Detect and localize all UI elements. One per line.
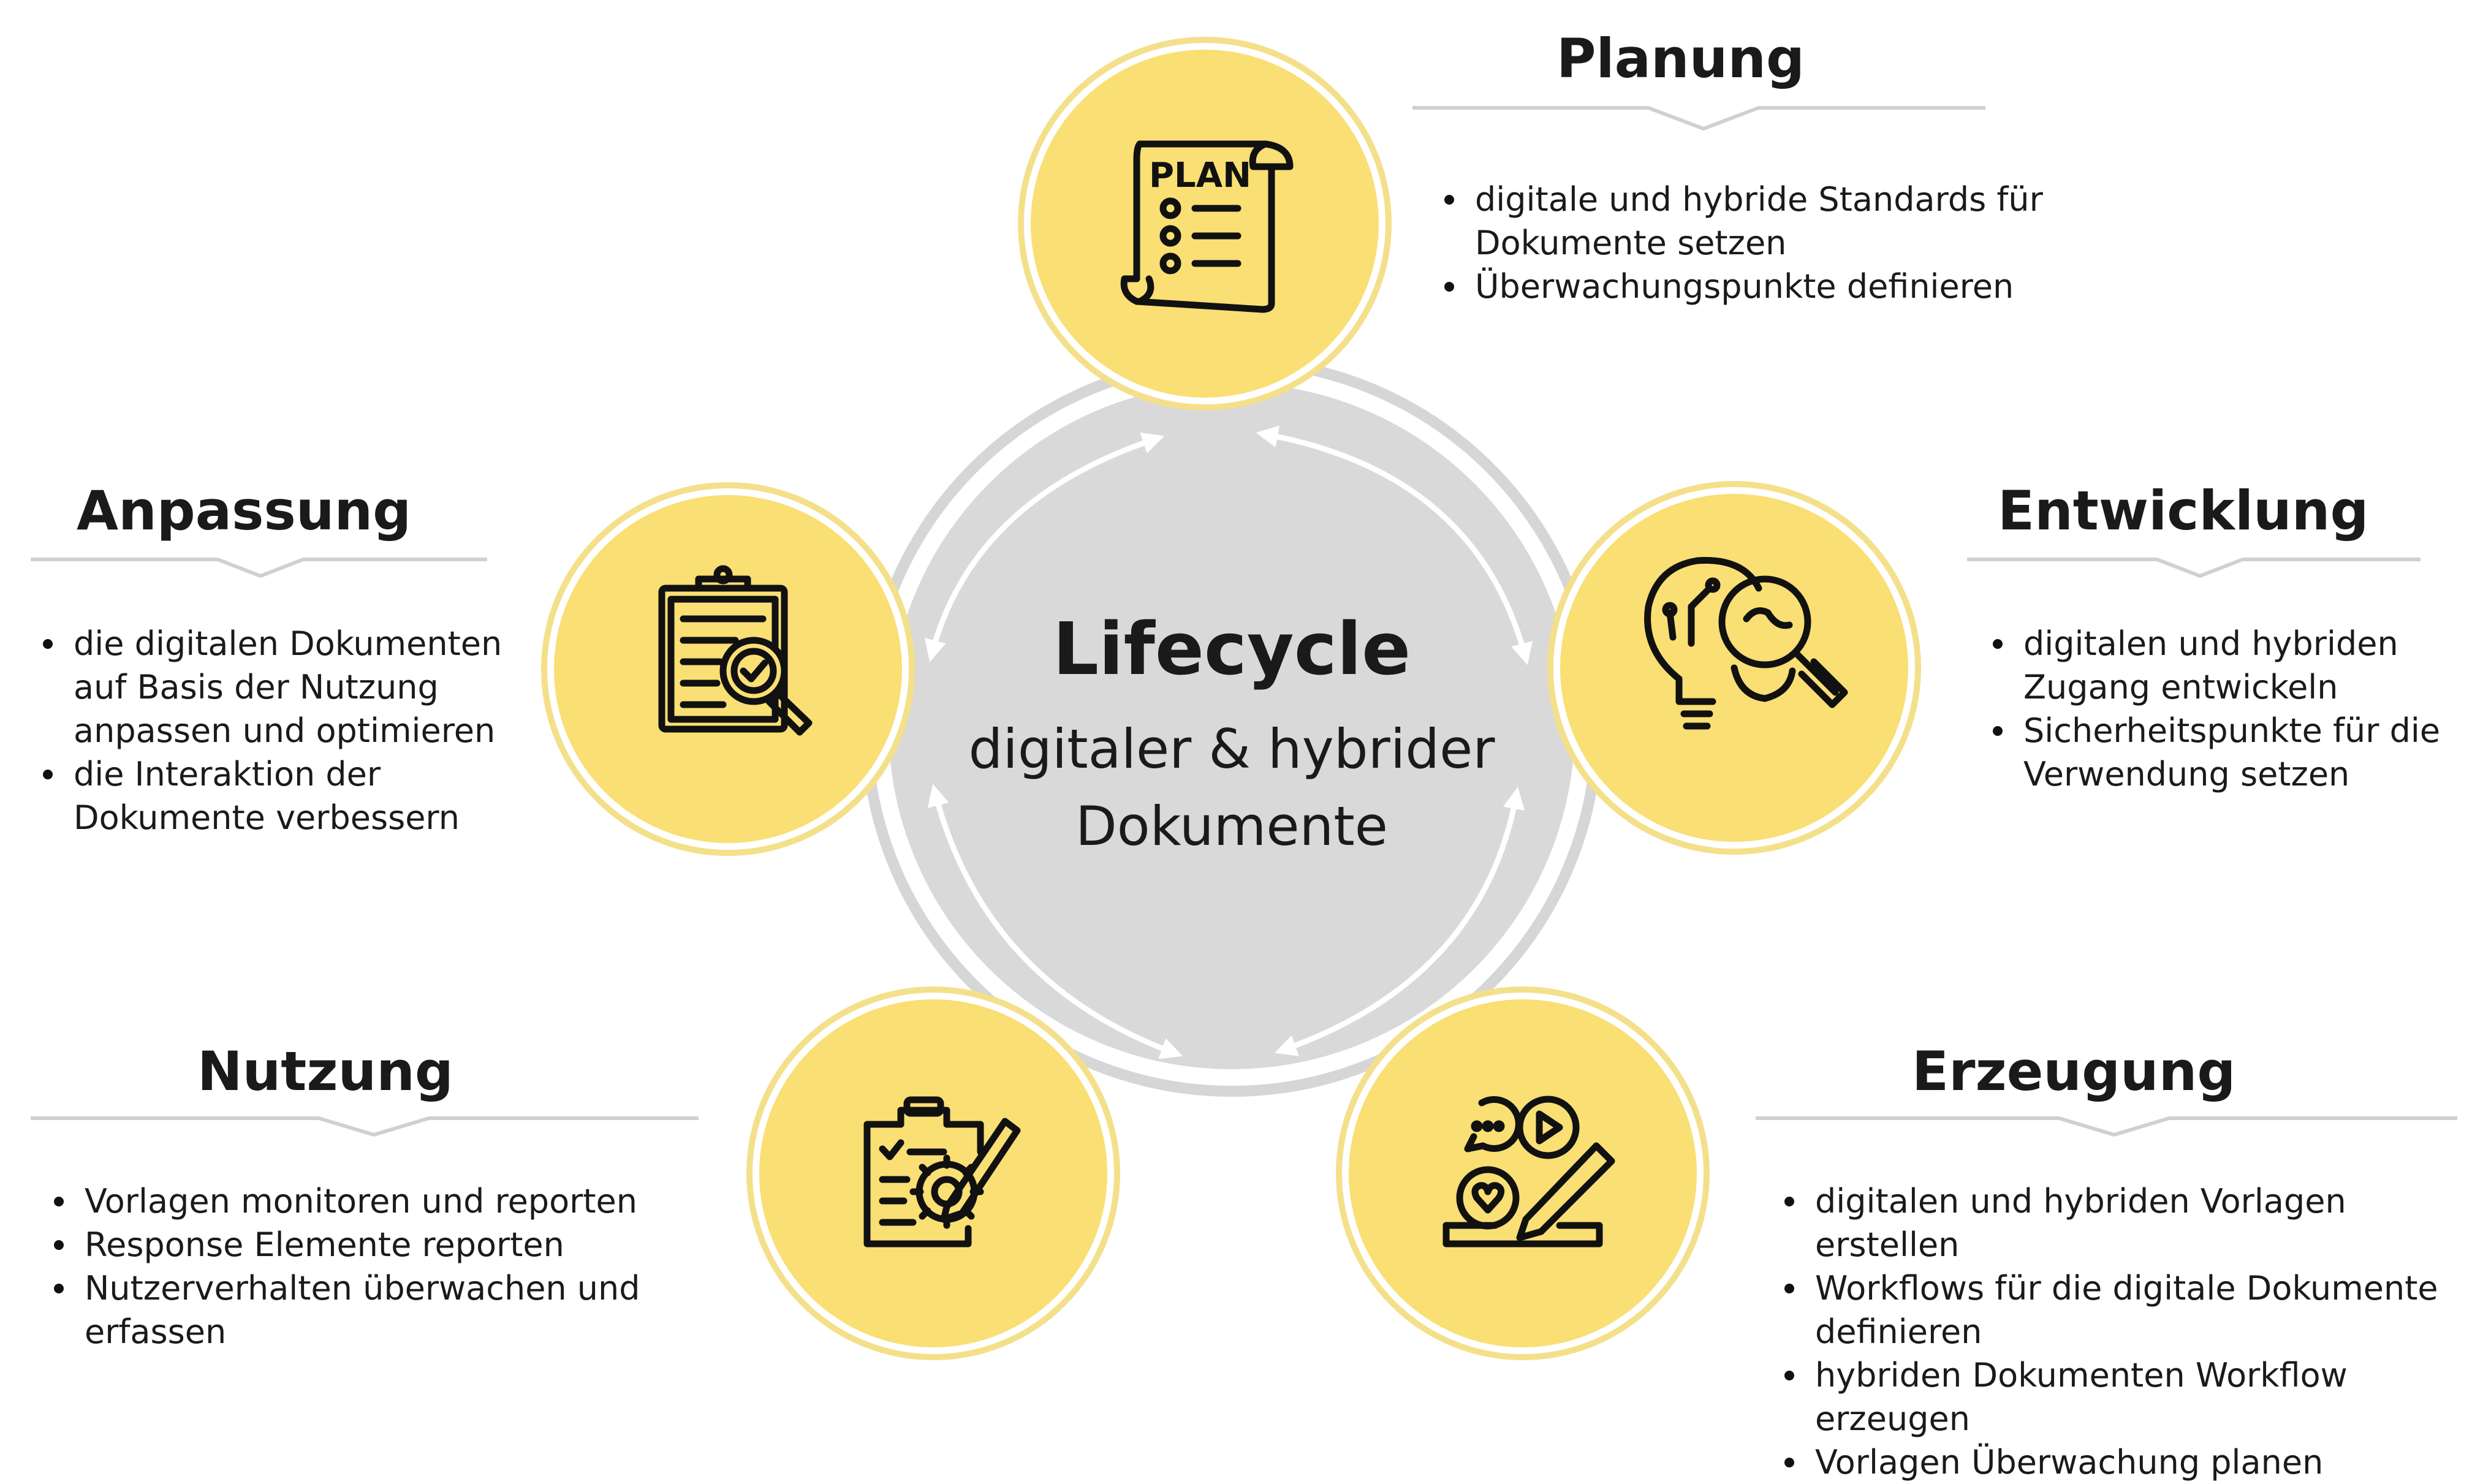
heading-planung: Planung xyxy=(1556,27,1805,90)
clipboard-gear-pencil-icon xyxy=(863,1096,1021,1247)
list-item: hybriden Dokumenten Workflow erzeugen xyxy=(1777,1353,2463,1440)
node-erzeugung xyxy=(1336,986,1710,1360)
arrow-anpassung-nutzung xyxy=(927,784,1183,1059)
heading-erzeugung: Erzeugung xyxy=(1912,1040,2236,1103)
list-item: digitalen und hybriden Vorlagen erstelle… xyxy=(1777,1179,2463,1266)
plan-scroll-icon: PLAN xyxy=(1120,140,1294,313)
divider-anpassung xyxy=(31,558,487,578)
list-item: Vorlagen monitoren und reporten xyxy=(47,1179,721,1223)
arrow-planung-anpassung xyxy=(924,432,1165,662)
list-item: Vorlagen Überwachung planen xyxy=(1777,1440,2463,1484)
divider-entwicklung xyxy=(1967,558,2420,578)
center-title: Lifecycle xyxy=(1052,607,1411,691)
heading-anpassung: Anpassung xyxy=(77,479,412,542)
lifecycle-diagram: PLAN xyxy=(31,27,2463,1482)
list-item: Überwachungspunkte definieren xyxy=(1437,265,2050,308)
lightbulb-gear-magnifier-icon xyxy=(1644,557,1848,730)
center-subtitle: digitaler & hybrider Dokumente xyxy=(919,711,1544,865)
node-nutzung xyxy=(746,986,1120,1360)
heading-entwicklung: Entwicklung xyxy=(1998,479,2369,542)
center-subtitle-line-2: Dokumente xyxy=(1075,795,1388,858)
divider-nutzung xyxy=(31,1116,699,1137)
arrow-entwicklung-erzeugung xyxy=(1274,787,1525,1056)
bullets-erzeugung: digitalen und hybriden Vorlagen erstelle… xyxy=(1777,1179,2463,1484)
node-planung xyxy=(1018,37,1392,411)
divider-planung xyxy=(1412,106,1985,131)
dividers xyxy=(31,106,2457,1137)
clipboard-check-magnifier-icon xyxy=(658,565,813,736)
plan-icon-label: PLAN xyxy=(1149,156,1251,195)
content-creation-icon xyxy=(1442,1096,1615,1247)
cycle-arrows xyxy=(924,425,1533,1059)
center-subtitle-line-1: digitaler & hybrider xyxy=(968,717,1495,781)
list-item: Response Elemente reporten xyxy=(47,1223,721,1266)
divider-erzeugung xyxy=(1756,1116,2457,1137)
bullets-nutzung: Vorlagen monitoren und reporten Response… xyxy=(47,1179,721,1353)
diagram-graphics: PLAN xyxy=(31,37,2457,1360)
arrow-planung-entwicklung xyxy=(1256,425,1533,665)
heading-nutzung: Nutzung xyxy=(197,1040,453,1103)
